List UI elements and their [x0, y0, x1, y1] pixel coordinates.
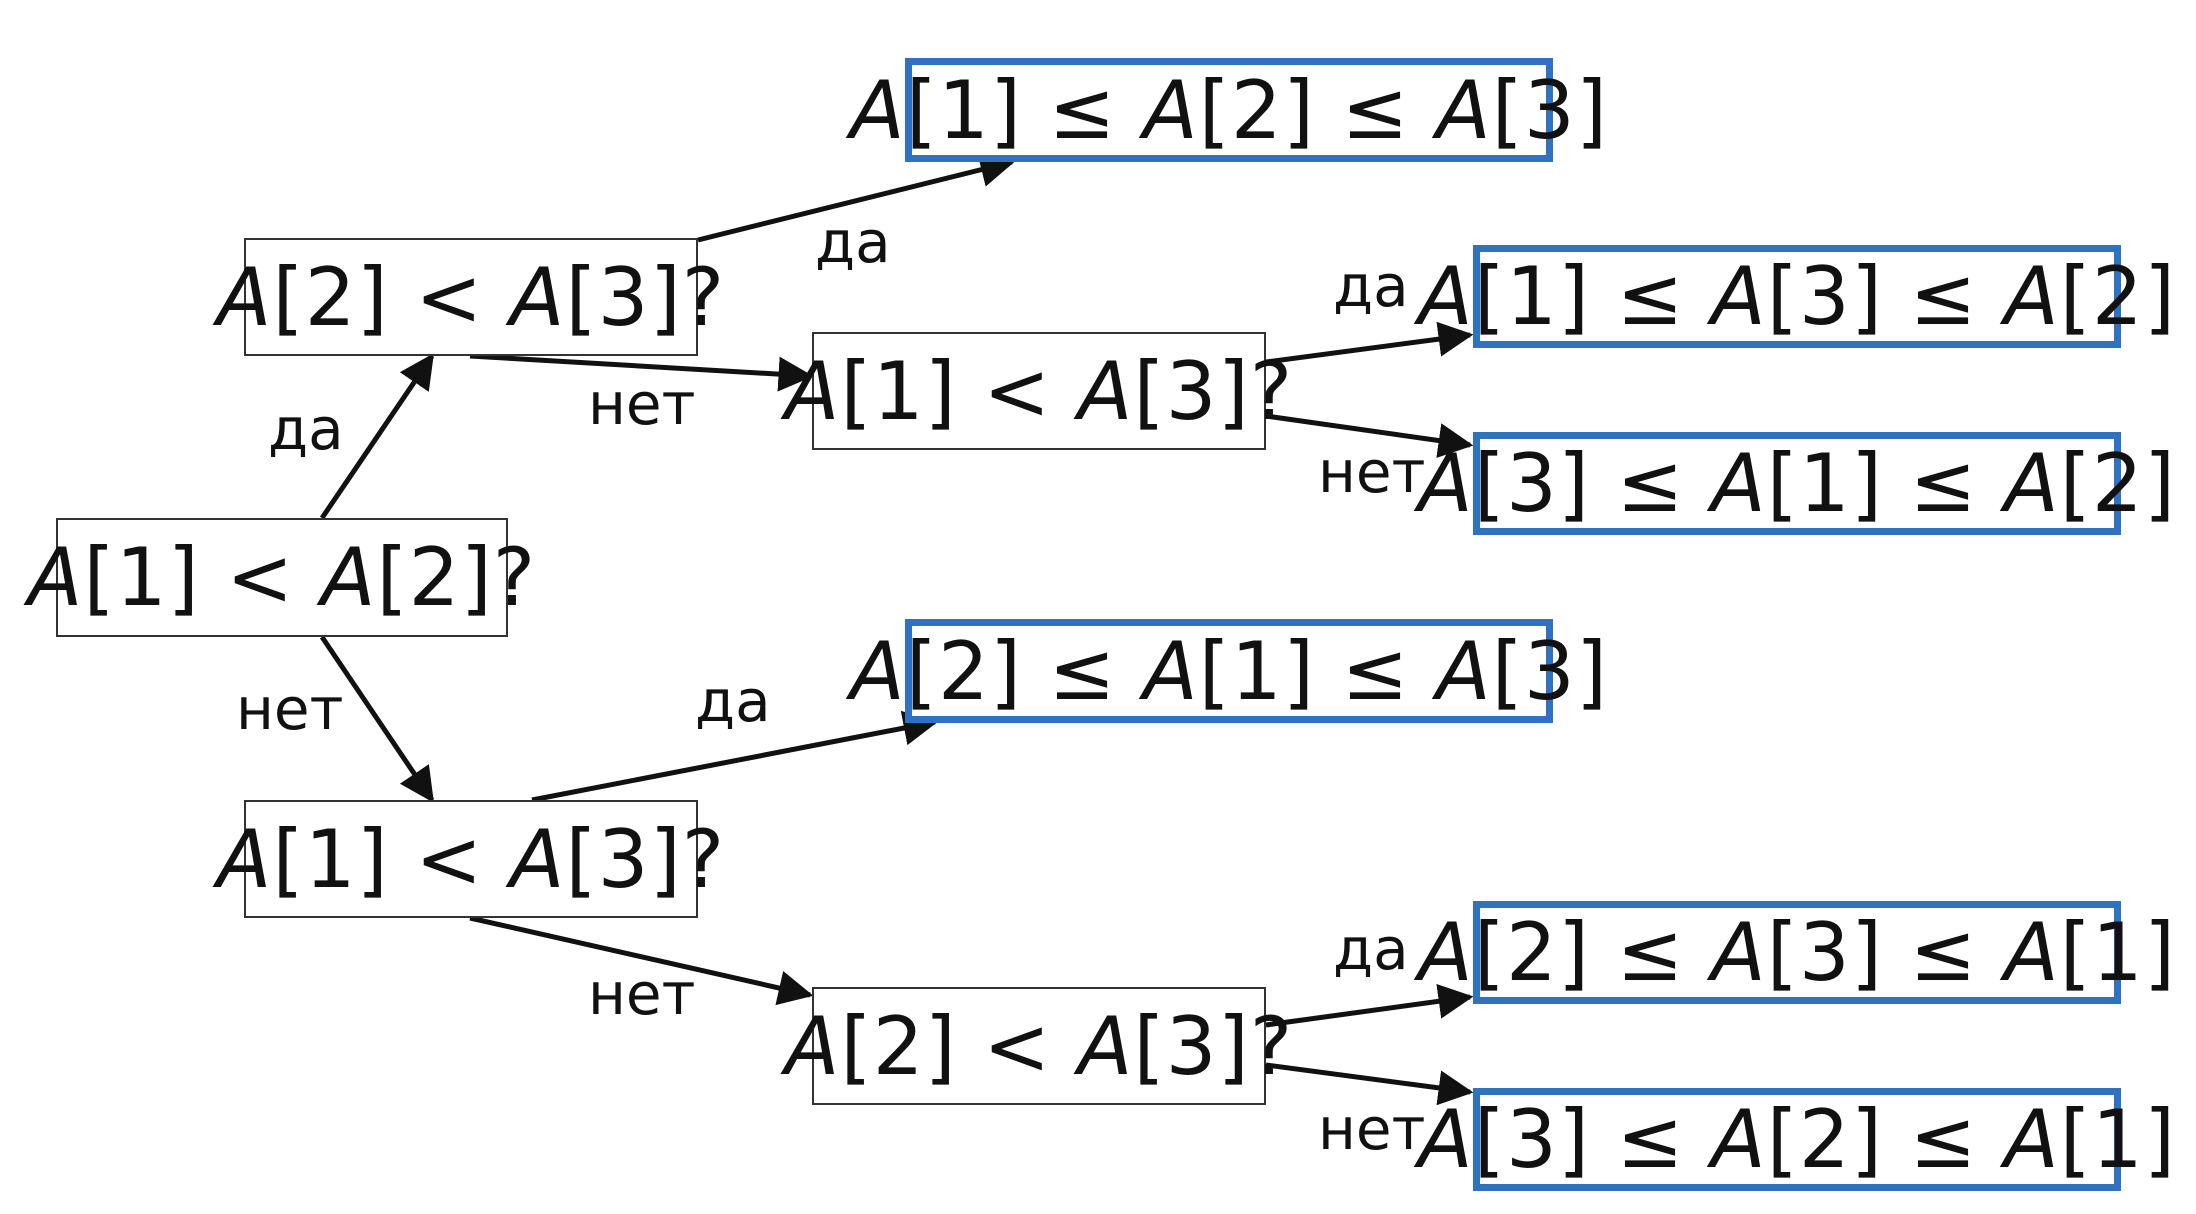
edge-q1-no [469, 353, 814, 392]
edge-label-q1-no: нет [588, 370, 696, 438]
variable-a: A [509, 250, 566, 344]
variable-a: A [1417, 437, 1474, 530]
variable-a: A [1710, 437, 1767, 530]
variable-a: A [1077, 999, 1134, 1093]
variable-a: A [216, 250, 273, 344]
leaf-text: A[3] ≤ A[1] ≤ A[2] [1417, 437, 2177, 530]
leaf-node-123: A[1] ≤ A[2] ≤ A[3] [850, 58, 1607, 162]
edge-label-root-yes: да [268, 395, 344, 463]
variable-a: A [784, 999, 841, 1093]
decision-text: A[1] < A[3]? [784, 344, 1294, 438]
edge-root-no [319, 635, 435, 803]
edge-q2-no [1265, 413, 1474, 458]
edge-label-q4-no: нет [1318, 1095, 1426, 1163]
edge-q2-yes [1265, 321, 1474, 365]
leaf-node-231: A[2] ≤ A[3] ≤ A[1] [1418, 901, 2175, 1004]
leaf-text: A[2] ≤ A[3] ≤ A[1] [1417, 906, 2177, 999]
variable-a: A [2003, 906, 2060, 999]
edge-q1-yes [697, 152, 1016, 243]
decision-node-a2-lt-a3-top: A[2] < A[3]? [217, 238, 724, 356]
variable-a: A [1142, 624, 1199, 718]
edge-label-q2-no: нет [1318, 438, 1426, 506]
decision-node-a2-lt-a3-bottom: A[2] < A[3]? [785, 987, 1292, 1105]
variable-a: A [2003, 250, 2060, 343]
decision-node-root: A[1] < A[2]? [28, 518, 535, 637]
edge-q4-no [1265, 1062, 1474, 1106]
decision-text: A[2] < A[3]? [216, 250, 726, 344]
variable-a: A [1710, 906, 1767, 999]
variable-a: A [849, 624, 906, 718]
edge-label-root-no: нет [236, 675, 344, 743]
leaf-text: A[3] ≤ A[2] ≤ A[1] [1417, 1093, 2177, 1186]
leaf-node-321: A[3] ≤ A[2] ≤ A[1] [1418, 1088, 2175, 1191]
variable-a: A [1077, 344, 1134, 438]
variable-a: A [320, 531, 377, 624]
decision-node-a1-lt-a3-bottom: A[1] < A[3]? [217, 800, 724, 918]
decision-text: A[2] < A[3]? [784, 999, 1294, 1093]
decision-text: A[1] < A[2]? [27, 531, 537, 624]
decision-node-a1-lt-a3-top: A[1] < A[3]? [785, 332, 1292, 450]
edge-label-q1-yes: да [815, 208, 891, 276]
edge-label-q2-yes: да [1333, 252, 1409, 320]
variable-a: A [216, 812, 273, 906]
edge-label-q4-yes: да [1333, 915, 1409, 983]
variable-a: A [1417, 906, 1474, 999]
leaf-node-132: A[1] ≤ A[3] ≤ A[2] [1418, 245, 2175, 348]
variable-a: A [784, 344, 841, 438]
edge-q4-yes [1265, 983, 1474, 1028]
leaf-text: A[1] ≤ A[2] ≤ A[3] [849, 63, 1609, 157]
variable-a: A [2003, 437, 2060, 530]
leaf-text: A[2] ≤ A[1] ≤ A[3] [849, 624, 1609, 718]
variable-a: A [1710, 1093, 1767, 1186]
edge-label-q3-no: нет [588, 960, 696, 1028]
leaf-node-312: A[3] ≤ A[1] ≤ A[2] [1418, 432, 2175, 535]
variable-a: A [849, 63, 906, 157]
decision-text: A[1] < A[3]? [216, 812, 726, 906]
edge-q3-yes [531, 710, 939, 803]
edge-q3-no [469, 915, 814, 1006]
variable-a: A [1417, 1093, 1474, 1186]
variable-a: A [509, 812, 566, 906]
variable-a: A [2003, 1093, 2060, 1186]
variable-a: A [1710, 250, 1767, 343]
variable-a: A [1417, 250, 1474, 343]
edge-label-q3-yes: да [695, 667, 771, 735]
variable-a: A [1142, 63, 1199, 157]
variable-a: A [27, 531, 84, 624]
variable-a: A [1435, 63, 1492, 157]
leaf-node-213: A[2] ≤ A[1] ≤ A[3] [850, 619, 1607, 723]
leaf-text: A[1] ≤ A[3] ≤ A[2] [1417, 250, 2177, 343]
variable-a: A [1435, 624, 1492, 718]
edge-root-yes [319, 353, 435, 520]
